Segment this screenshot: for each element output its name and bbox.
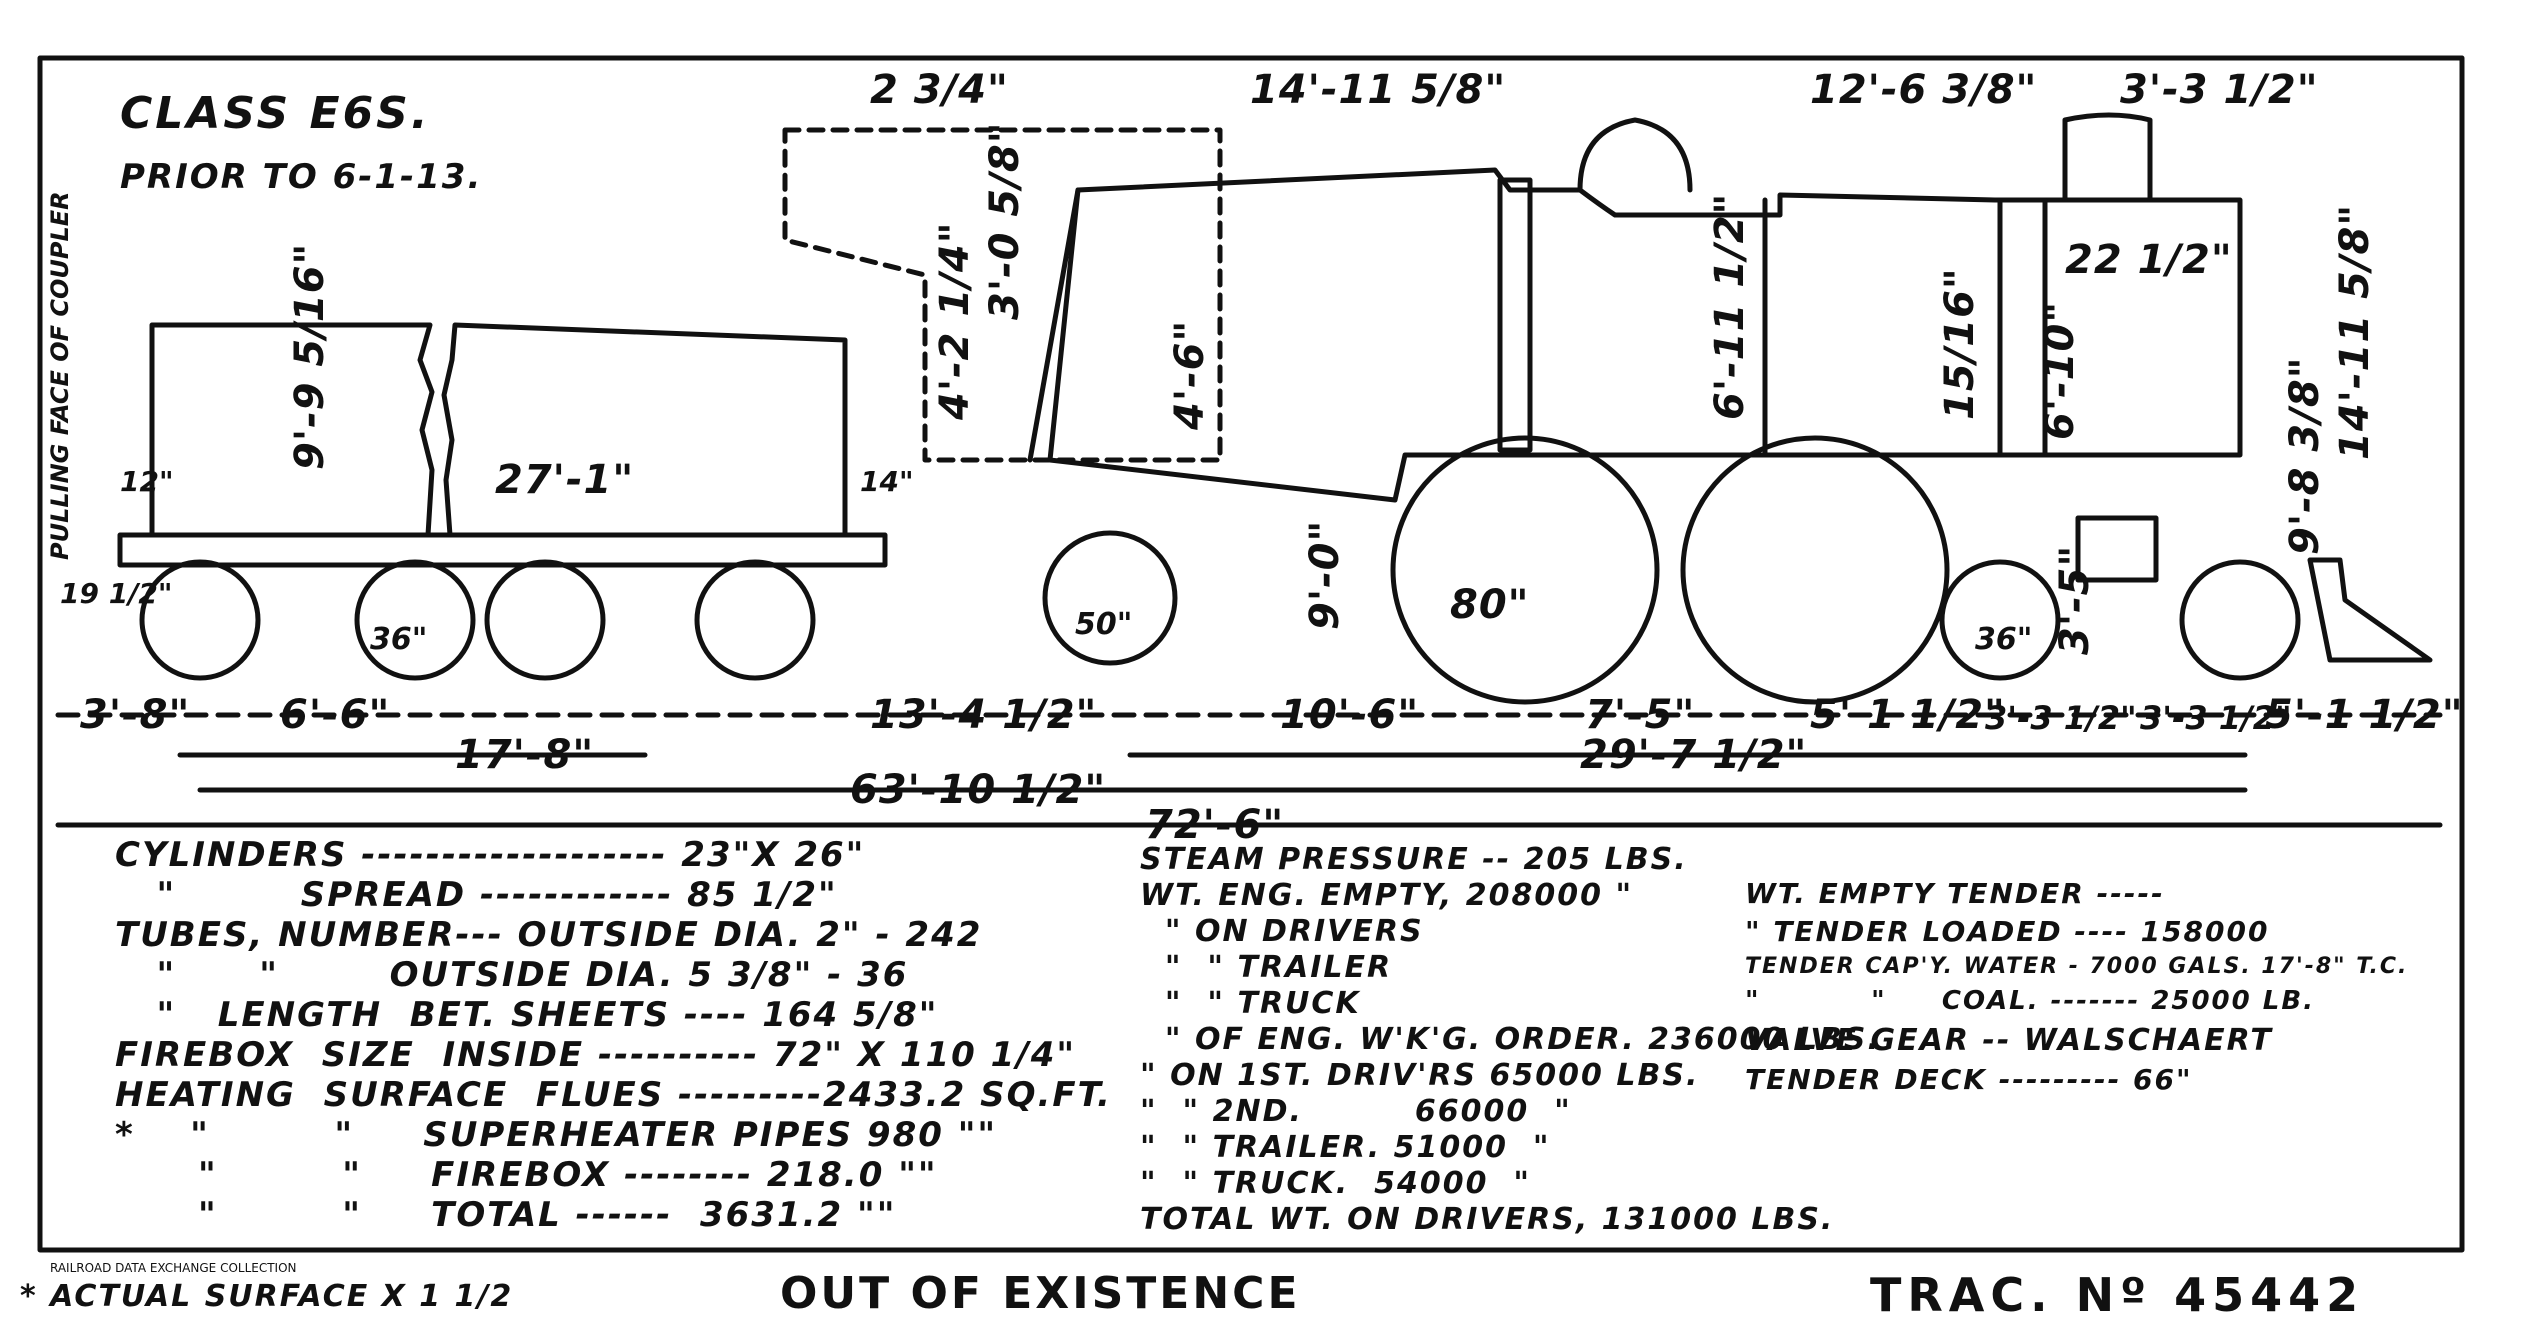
pilot xyxy=(2307,557,2433,663)
cab-window-band xyxy=(1497,177,1533,453)
coupler-label: PULLING FACE OF COUPLER xyxy=(46,191,74,560)
spec-line: " " TRAILER. 51000 " xyxy=(1140,1130,1551,1165)
dim-9-9-5-16: 9'-9 5/16" xyxy=(287,242,333,470)
dim-3-3-half-a: 3'-3 1/2" xyxy=(1985,699,2137,737)
class-label: CLASS E6S. xyxy=(120,88,431,139)
driver-wheel-2 xyxy=(1680,435,1950,705)
spec-line: * " " SUPERHEATER PIPES 980 "" xyxy=(115,1115,998,1155)
dim-6-11-half: 6'-11 1/2" xyxy=(1707,192,1753,420)
dim-7-5: 7'-5" xyxy=(1585,692,1696,738)
tracing-number: TRAC. Nº 45442 xyxy=(1870,1268,2365,1322)
spec-line: TENDER CAP'Y. WATER - 7000 GALS. 17'-8" … xyxy=(1745,954,2409,979)
spec-line: " SPREAD ------------ 85 1/2" xyxy=(115,875,838,915)
dim-15-16: 15/16" xyxy=(1937,267,1983,420)
smokebox-front xyxy=(1997,197,2048,458)
dim-36-truck-wheel: 36" xyxy=(1975,622,2033,657)
spec-line: " " TOTAL ------ 3631.2 "" xyxy=(115,1195,897,1235)
tender-wheel-1 xyxy=(139,559,261,681)
dim-14-11-5-8-vertical: 14'-11 5/8" xyxy=(2332,203,2378,460)
front-truck-wheel-2 xyxy=(2179,559,2301,681)
prior-date-label: PRIOR TO 6-1-13. xyxy=(120,157,483,197)
spec-line: " " FIREBOX -------- 218.0 "" xyxy=(115,1155,938,1195)
dim-36-tender-wheel: 36" xyxy=(370,622,428,657)
spec-line: " OF ENG. W'K'G. ORDER. 236000 LBS. xyxy=(1140,1022,1881,1057)
spec-line: " " OUTSIDE DIA. 5 3/8" - 36 xyxy=(115,955,909,995)
spec-line: " " TRAILER xyxy=(1140,950,1393,985)
truck-wheel-rear xyxy=(1042,530,1178,666)
spec-line: WT. ENG. EMPTY, 208000 " xyxy=(1140,878,1634,913)
dim-9-8-3-8: 9'-8 3/8" xyxy=(2282,356,2328,555)
dim-3-3-half-top: 3'-3 1/2" xyxy=(2120,67,2319,113)
dim-14-11-5-8: 14'-11 5/8" xyxy=(1250,67,1507,113)
footnote: * ACTUAL SURFACE X 1 1/2 xyxy=(20,1279,514,1314)
spec-line: " " TRUCK xyxy=(1140,986,1361,1021)
drawing-frame xyxy=(37,55,2465,1253)
spec-line: FIREBOX SIZE INSIDE ---------- 72" X 110… xyxy=(115,1035,1077,1075)
dim-4-2-1-4: 4'-2 1/4" xyxy=(932,221,978,420)
spec-line: " " COAL. ------- 25000 LB. xyxy=(1745,986,2316,1016)
dim-12: 12" xyxy=(120,465,174,498)
dim-5-1-half: 5' 1 1/2" xyxy=(1810,692,2006,738)
dim-6-6: 6'-6" xyxy=(280,692,391,738)
spec-line: HEATING SURFACE FLUES ---------2433.2 SQ… xyxy=(115,1075,1112,1115)
cab-front xyxy=(1027,187,1081,463)
tender-wheel-2 xyxy=(354,559,476,681)
dim-12-6-3-8: 12'-6 3/8" xyxy=(1810,67,2038,113)
spec-line: TUBES, NUMBER--- OUTSIDE DIA. 2" - 242 xyxy=(115,915,983,955)
dim-72-6: 72'-6" xyxy=(1145,802,1285,848)
steam-dome xyxy=(1577,117,1693,193)
dim-4-6: 4'-6" xyxy=(1167,319,1213,430)
spec-line: " ON 1ST. DRIV'RS 65000 LBS. xyxy=(1140,1058,1700,1093)
dim-63-10-half: 63'-10 1/2" xyxy=(850,767,1107,813)
dim-13-4-half: 13'-4 1/2" xyxy=(870,692,1098,738)
dim-50: 50" xyxy=(1075,607,1133,642)
collection-stamp: RAILROAD DATA EXCHANGE COLLECTION xyxy=(50,1261,297,1275)
dim-19-half: 19 1/2" xyxy=(60,577,173,610)
tender-deck xyxy=(117,532,888,568)
spec-line: " LENGTH BET. SHEETS ---- 164 5/8" xyxy=(115,995,939,1035)
cylinder-box xyxy=(2075,515,2159,583)
spec-line: STEAM PRESSURE -- 205 LBS. xyxy=(1140,842,1688,877)
status-label: OUT OF EXISTENCE xyxy=(780,1268,1301,1319)
specs-left-column: CYLINDERS ------------------- 23"X 26" "… xyxy=(115,838,1112,1232)
dim-17-8: 17'-8" xyxy=(455,732,595,778)
spec-line: TOTAL WT. ON DRIVERS, 131000 LBS. xyxy=(1140,1202,1835,1237)
dim-22-half: 22 1/2" xyxy=(2065,237,2233,283)
dim-10-6: 10'-6" xyxy=(1280,692,1420,738)
dim-80: 80" xyxy=(1450,582,1530,628)
dim-14: 14" xyxy=(860,465,914,498)
dim-9-0: 9'-0" xyxy=(1302,519,1348,630)
spec-line: " TENDER LOADED ---- 158000 xyxy=(1745,915,2270,948)
spec-line: " " 2ND. 66000 " xyxy=(1140,1094,1572,1129)
dim-2-3-4: 2 3/4" xyxy=(870,67,1009,113)
tender-wheel-4 xyxy=(694,559,816,681)
tender-wheel-3 xyxy=(484,559,606,681)
spec-line: " " TRUCK. 54000 " xyxy=(1140,1166,1531,1201)
dim-27-1: 27'-1" xyxy=(495,457,635,503)
front-truck-wheel-1 xyxy=(1939,559,2061,681)
spec-line: VALVE GEAR -- WALSCHAERT xyxy=(1745,1023,2273,1058)
spec-line: TENDER DECK --------- 66" xyxy=(1745,1063,2193,1096)
driver-wheel-1 xyxy=(1390,435,1660,705)
stack xyxy=(2062,112,2153,203)
dim-6-10: 6'-10" xyxy=(2037,300,2083,440)
dim-3-5: 3'-5" xyxy=(2052,544,2098,655)
spec-line: WT. EMPTY TENDER ----- xyxy=(1745,877,2165,910)
dim-29-7-half: 29'-7 1/2" xyxy=(1580,732,1808,778)
specs-middle-column: STEAM PRESSURE -- 205 LBS. WT. ENG. EMPT… xyxy=(1140,845,1881,1235)
specs-right-column: WT. EMPTY TENDER ----- " TENDER LOADED -… xyxy=(1745,880,2408,1094)
cab-dashed-outline xyxy=(782,127,1223,463)
dim-5-1-half-b: 5'-1 1/2" xyxy=(2265,692,2464,738)
dim-3-3-half-b: 3'-3 1/2" xyxy=(2140,699,2292,737)
spec-line: CYLINDERS ------------------- 23"X 26" xyxy=(115,835,866,875)
tender-body-rear xyxy=(441,322,848,538)
dim-3-0-5-8: 3'-0 5/8" xyxy=(982,121,1028,320)
spec-line: " ON DRIVERS xyxy=(1140,914,1424,949)
dim-3-8: 3'-8" xyxy=(80,692,191,738)
